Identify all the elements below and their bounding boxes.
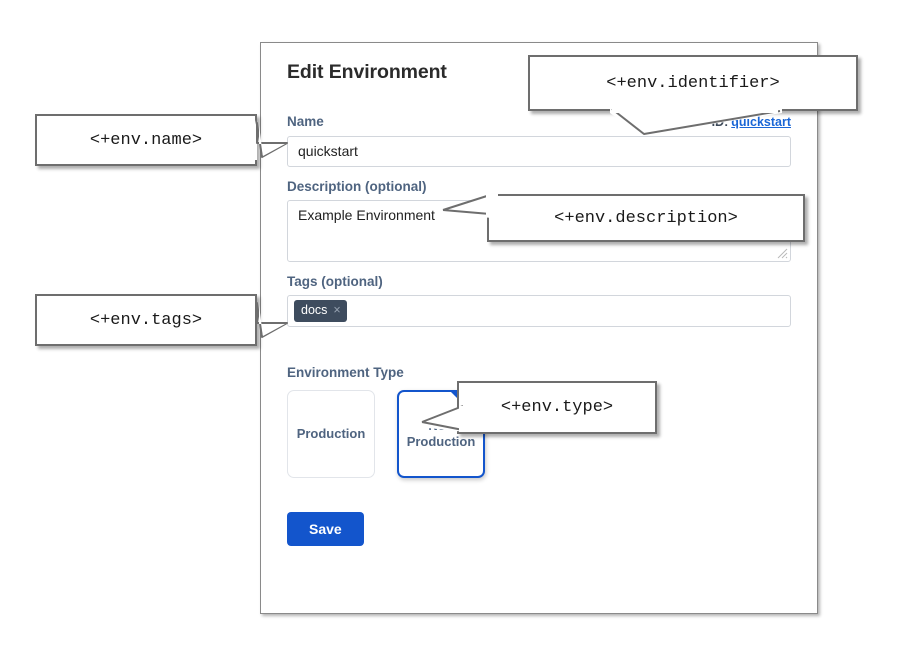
- tags-label-row: Tags (optional): [287, 274, 791, 290]
- dialog-body: Edit Environment Name ID:quickstart Desc…: [261, 43, 817, 546]
- id-prefix-label: ID:: [711, 115, 729, 130]
- environment-type-options: Production Non Production: [287, 389, 791, 478]
- tags-input[interactable]: docs ×: [287, 294, 791, 327]
- callout-env-type: <+env.type>: [457, 381, 657, 434]
- page-title: Edit Environment: [287, 61, 447, 83]
- name-label-row: Name ID:quickstart: [287, 114, 791, 130]
- callout-text: <+env.identifier>: [606, 73, 780, 93]
- name-label: Name: [287, 114, 324, 130]
- tag-chip-label: docs: [301, 302, 328, 317]
- callout-env-identifier: <+env.identifier>: [528, 55, 858, 111]
- description-label: Description (optional): [287, 178, 427, 194]
- tags-field-block: Tags (optional) docs ×: [287, 274, 791, 327]
- callout-env-description: <+env.description>: [487, 194, 805, 242]
- tag-remove-icon[interactable]: ×: [333, 303, 341, 318]
- save-button[interactable]: Save: [287, 511, 364, 546]
- callout-text: <+env.type>: [500, 398, 614, 417]
- id-value-link[interactable]: quickstart: [731, 115, 791, 130]
- dialog-actions: Save: [287, 511, 791, 546]
- tags-label: Tags (optional): [287, 273, 383, 289]
- tag-chip-docs[interactable]: docs ×: [294, 299, 347, 322]
- environment-type-option-label: Production: [296, 425, 366, 441]
- callout-text: <+env.name>: [89, 130, 203, 150]
- callout-env-tags: <+env.tags>: [35, 294, 257, 346]
- name-field-block: Name ID:quickstart: [287, 114, 791, 167]
- callout-text: <+env.tags>: [89, 310, 203, 330]
- environment-type-section: Environment Type Production Non Producti…: [287, 365, 791, 478]
- environment-type-option-production[interactable]: Production: [287, 389, 375, 478]
- edit-environment-dialog: Edit Environment Name ID:quickstart Desc…: [260, 42, 818, 614]
- name-input[interactable]: [287, 135, 791, 167]
- callout-text: <+env.description>: [554, 208, 738, 228]
- callout-env-name: <+env.name>: [35, 114, 257, 166]
- environment-id: ID:quickstart: [712, 115, 791, 129]
- description-label-row: Description (optional): [287, 179, 791, 195]
- environment-type-label: Environment Type: [287, 364, 404, 380]
